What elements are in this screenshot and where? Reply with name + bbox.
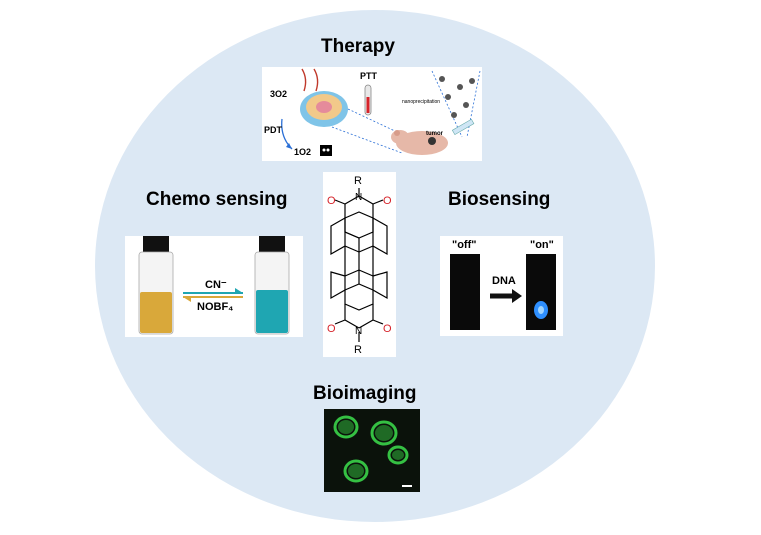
syringe-icon <box>451 118 475 136</box>
pdt-label: PDT <box>264 125 283 135</box>
cyanide-label: CN⁻ <box>205 279 227 291</box>
skull-icon <box>320 145 332 156</box>
forward-arrow-icon <box>235 288 243 293</box>
reverse-arrow-icon <box>183 297 191 302</box>
chemo-sensing-title: Chemo sensing <box>146 189 288 210</box>
biosensing-illustration: "off" "on" DNA <box>450 239 556 330</box>
oxygen-top-right: O <box>383 195 392 207</box>
biosensing-panel: "off" "on" DNA <box>440 236 563 336</box>
nanoparticles-icon <box>439 76 475 118</box>
bioimaging-title: Bioimaging <box>313 383 417 404</box>
nanoprecipitation-label: nanoprecipitation <box>402 99 440 105</box>
therapy-illustration: 3O2 PDT 1O2 PTT nanoprecipitation tumor <box>264 68 481 157</box>
fluorescent-cells-image <box>333 415 412 487</box>
oxygen-bottom-right: O <box>383 323 392 335</box>
teal-solution <box>256 290 288 333</box>
perylene-diimide-structure: R N O O N O O R <box>327 175 392 356</box>
triplet-oxygen-label: 3O2 <box>270 89 287 99</box>
amber-solution <box>140 292 172 333</box>
cell-4 <box>343 459 369 483</box>
singlet-oxygen-label: 1O2 <box>294 147 311 157</box>
therapy-panel: 3O2 PDT 1O2 PTT nanoprecipitation tumor <box>262 67 482 161</box>
therapy-title: Therapy <box>321 36 395 57</box>
off-label: "off" <box>452 239 476 251</box>
nitrogen-top: N <box>355 192 362 203</box>
ptt-label: PTT <box>360 71 378 81</box>
tumor-label: tumor <box>426 131 444 137</box>
cell-2 <box>370 420 398 446</box>
nobf4-label: NOBF₄ <box>197 301 233 313</box>
cell-3 <box>387 445 409 465</box>
r-group-bottom: R <box>354 344 362 356</box>
oxygen-bottom-left: O <box>327 323 336 335</box>
oxygen-top-left: O <box>327 195 336 207</box>
molecule-panel: R N O O N O O R <box>323 172 396 357</box>
on-label: "on" <box>530 239 554 251</box>
vial-cap-right <box>259 236 285 252</box>
chemo-sensing-panel: CN⁻ NOBF₄ <box>125 236 303 337</box>
bioimaging-panel <box>324 409 420 492</box>
right-arrow-icon <box>512 289 522 303</box>
scale-bar <box>402 485 412 487</box>
vial-cap-left <box>143 236 169 252</box>
cell-1 <box>333 415 359 439</box>
off-cuvette <box>450 254 480 330</box>
nitrogen-bottom: N <box>355 326 362 337</box>
chemo-sensing-illustration: CN⁻ NOBF₄ <box>138 236 290 335</box>
dna-label: DNA <box>492 275 516 287</box>
biosensing-title: Biosensing <box>448 189 551 210</box>
r-group-top: R <box>354 175 362 187</box>
